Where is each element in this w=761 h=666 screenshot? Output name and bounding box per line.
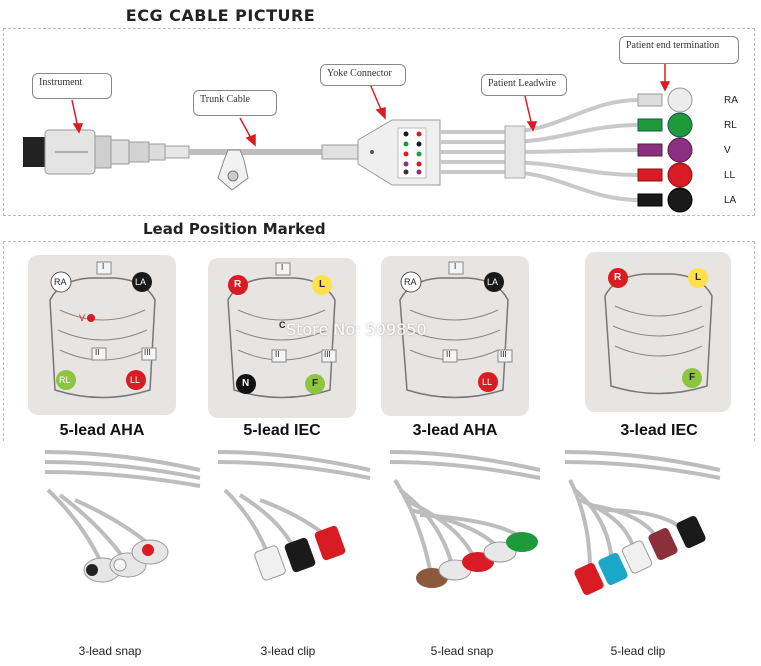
diagram1-ra-label: RA — [54, 277, 67, 287]
lead-tag-v: V — [724, 145, 731, 156]
photo-3-lead-snap-ends — [83, 539, 169, 583]
snap-terminations — [637, 87, 693, 213]
callout-patient-leadwire: Patient Leadwire — [481, 74, 567, 96]
callout-patient-end: Patient end termination — [619, 36, 739, 64]
chest-diagram-2 — [208, 258, 356, 418]
yoke-connector — [357, 119, 441, 186]
diagram1-lead-ii: II — [95, 348, 100, 357]
photo-3-lead-snap — [44, 450, 201, 562]
diagram3-lead-iii: III — [500, 350, 507, 359]
callout-arrows — [71, 64, 671, 147]
callout-yoke-connector: Yoke Connector — [320, 64, 406, 86]
diagram3-ll-label: LL — [482, 377, 493, 387]
diagram1-lead-i: I — [102, 262, 105, 271]
photo-5-lead-clip — [564, 450, 721, 596]
diagram-caption-3-lead-aha: 3-lead AHA — [412, 422, 498, 439]
chest-diagram-4 — [585, 252, 731, 412]
diagram1-rl-label: RL — [59, 375, 71, 385]
diagram2-lead-i: I — [281, 263, 284, 272]
photo-5-lead-snap — [389, 450, 541, 588]
photo-label-5-lead-clip: 5-lead clip — [610, 644, 666, 658]
diagram2-l-label: L — [319, 279, 326, 290]
diagram3-la-label: LA — [487, 277, 499, 287]
lead-tag-ll: LL — [724, 170, 736, 181]
diagram4-f-label: F — [689, 372, 696, 383]
diagram3-ra-label: RA — [404, 277, 417, 287]
page-title: ECG CABLE PICTURE — [125, 6, 316, 25]
store-watermark: Store No: 509850 — [286, 320, 427, 339]
lead-tag-la: LA — [724, 195, 737, 206]
photo-3-lead-clip — [217, 450, 371, 581]
diagram4-r-label: R — [614, 272, 622, 283]
photo-label-3-lead-clip: 3-lead clip — [260, 644, 316, 658]
photo-label-5-lead-snap: 5-lead snap — [430, 644, 494, 658]
diagram2-lead-ii: II — [275, 350, 280, 359]
callout-trunk-cable: Trunk Cable — [193, 90, 277, 116]
diagram2-f-label: F — [312, 378, 319, 389]
diagram1-ll-label: LL — [130, 375, 141, 385]
lead-tag-ra: RA — [724, 95, 738, 106]
diagram-caption-5-lead-iec: 5-lead IEC — [243, 422, 321, 439]
callout-instrument: Instrument — [32, 73, 112, 99]
diagram4-l-label: L — [695, 272, 702, 283]
diagram1-la-label: LA — [135, 277, 147, 287]
trunk-cable — [189, 144, 359, 191]
photo-label-3-lead-snap: 3-lead snap — [78, 644, 142, 658]
instrument-connector — [23, 129, 190, 175]
cable-panel — [3, 28, 755, 216]
lead-position-panel — [3, 241, 755, 441]
diagram-caption-3-lead-iec: 3-lead IEC — [620, 422, 698, 439]
diagram-caption-5-lead-aha: 5-lead AHA — [59, 422, 145, 439]
diagram2-lead-iii: III — [324, 350, 331, 359]
chest-diagram-1 — [28, 255, 176, 415]
diagram3-lead-ii: II — [446, 350, 451, 359]
diagram2-r-label: R — [234, 279, 242, 290]
leadwire-separator — [504, 125, 526, 179]
section-title-lead-position: Lead Position Marked — [143, 220, 326, 238]
diagram1-lead-iii: III — [144, 348, 151, 357]
diagram2-n-label: N — [242, 378, 250, 389]
diagram2-c-label: C — [279, 320, 286, 330]
chest-diagram-3 — [381, 256, 529, 416]
lead-tag-rl: RL — [724, 120, 737, 131]
patient-leadwires — [440, 98, 641, 202]
diagram3-lead-i: I — [454, 262, 457, 271]
diagram1-v-label: V — [79, 313, 86, 323]
